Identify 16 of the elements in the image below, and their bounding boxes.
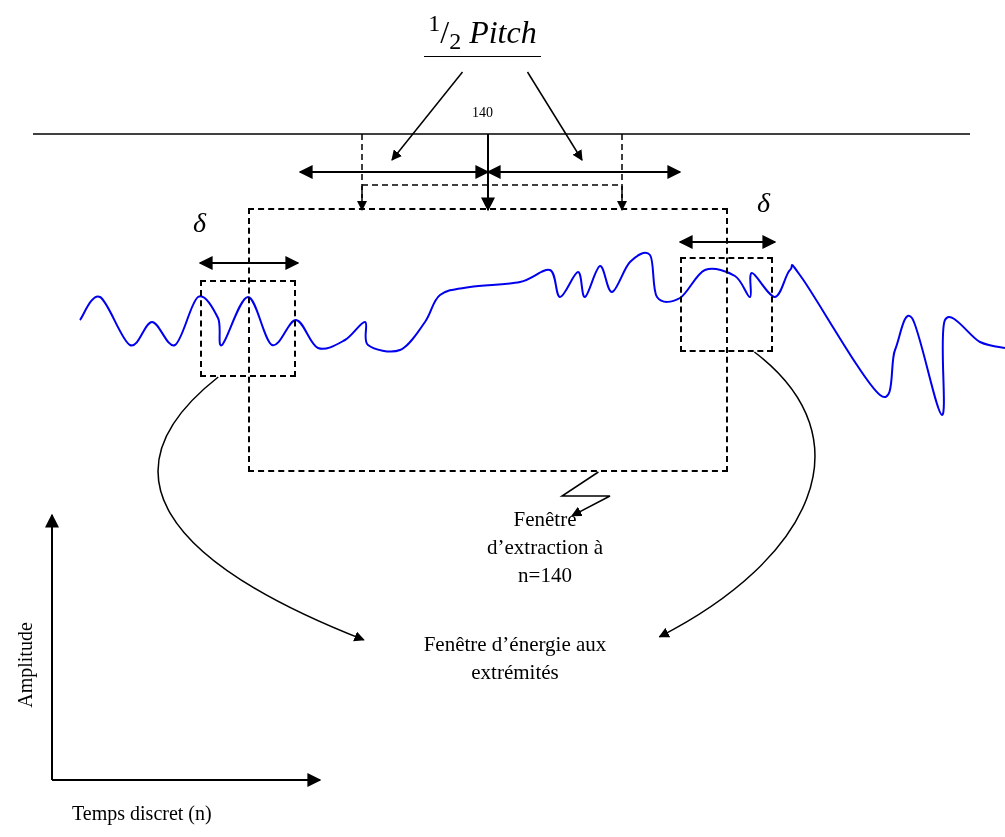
index-label: 140 [472,104,493,122]
annotation-text: Fenêtre d’énergie aux extrémités [380,630,650,692]
annotation-text: Fenêtre d’extraction à n=140 [470,505,620,595]
arrow [391,71,464,161]
arrow [526,71,583,161]
axis-label: Amplitude [13,621,38,710]
dashed-window [248,208,728,472]
dashed-window [200,280,296,377]
dashed-window [680,257,773,352]
delta-label: δ [757,186,770,220]
delta-label: δ [193,206,206,240]
arrow [559,471,611,517]
arrow [658,351,816,638]
fraction-label: $^{1}$/$_{2}$ Pitch [420,8,545,72]
arrow [157,376,365,642]
axis-label: Temps discret (n) [72,801,212,827]
